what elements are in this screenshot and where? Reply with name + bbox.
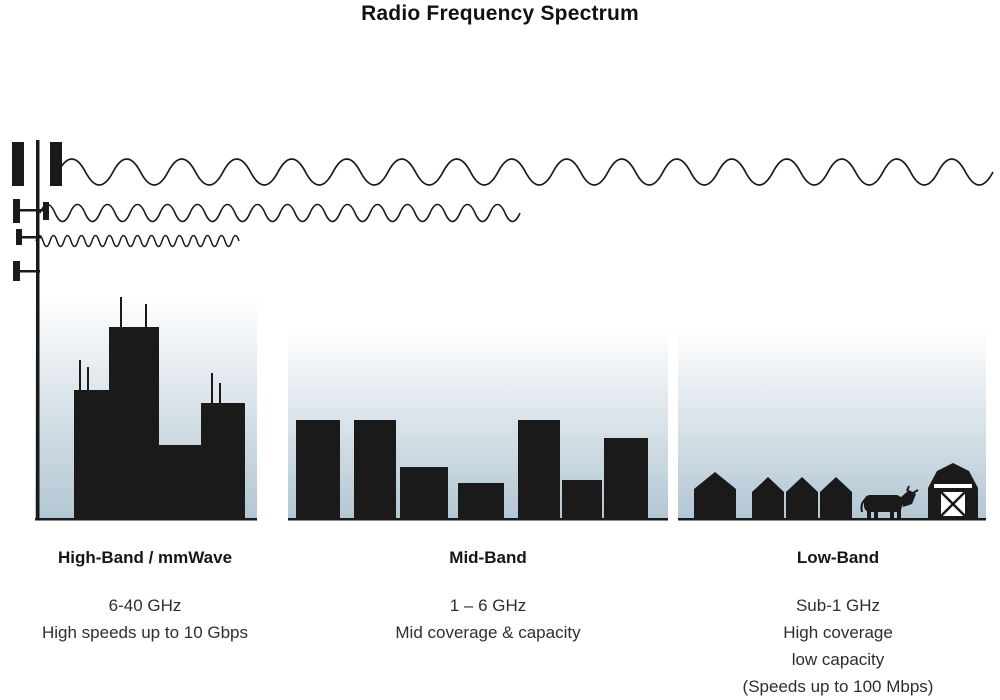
house-icon [694, 472, 736, 520]
mid-frequency-medium-wave [39, 203, 521, 223]
mid-band-label-block: Mid-Band 1 – 6 GHz Mid coverage & capaci… [343, 548, 633, 646]
houses-cow-barn-icon [694, 463, 978, 520]
low-band-label-block: Low-Band Sub-1 GHz High coverage low cap… [683, 548, 993, 700]
skyscraper-city-icon [74, 297, 245, 520]
band-name-mid: Mid-Band [449, 548, 527, 567]
band-desc-low-3: (Speeds up to 100 Mbps) [742, 677, 934, 696]
band-freq-high: 6-40 GHz [108, 596, 182, 615]
band-desc-mid: Mid coverage & capacity [395, 623, 581, 642]
mid-rise-buildings-icon [296, 420, 648, 520]
band-freq-mid: 1 – 6 GHz [449, 596, 527, 615]
low-frequency-long-wave [57, 158, 994, 186]
band-freq-low: Sub-1 GHz [795, 596, 881, 615]
silhouette-ink-group [12, 140, 986, 521]
band-name-high: High-Band / mmWave [57, 548, 233, 567]
barn-icon [928, 463, 978, 520]
house-icon [786, 477, 818, 520]
house-icon [752, 477, 784, 520]
cell-tower-icon [12, 140, 62, 520]
band-name-low: Low-Band [796, 548, 880, 567]
cow-icon [860, 485, 919, 520]
band-desc-high: High speeds up to 10 Gbps [41, 623, 249, 642]
high-band-label-block: High-Band / mmWave 6-40 GHz High speeds … [5, 548, 285, 646]
high-frequency-short-wave [35, 234, 240, 248]
band-desc-low-2: low capacity [791, 650, 885, 669]
band-desc-low-1: High coverage [783, 623, 893, 642]
diagram-title: Radio Frequency Spectrum [361, 2, 639, 25]
house-icon [820, 477, 852, 520]
